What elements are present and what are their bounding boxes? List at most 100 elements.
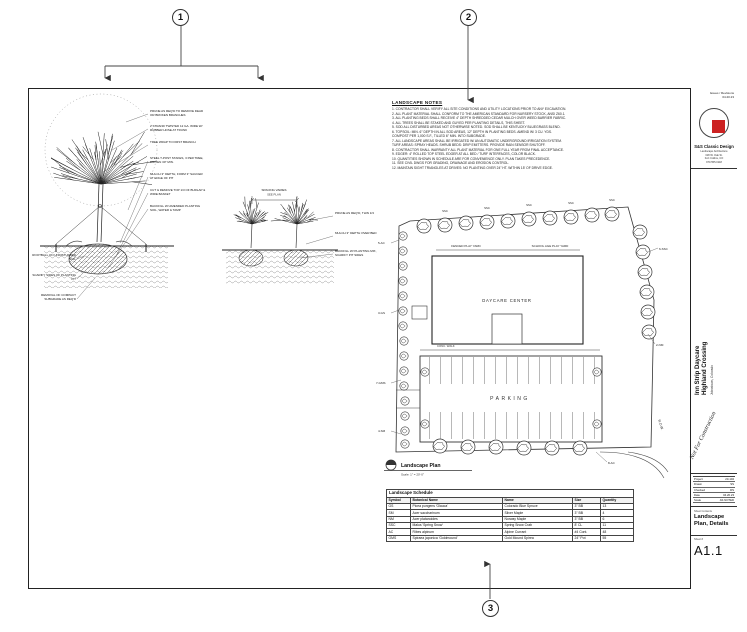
plant-callout: 7-GMS — [376, 381, 386, 385]
note-line: 9. EDGER: 4" ROLLED TOP STEEL EDGER AT A… — [392, 152, 536, 156]
plant-callout: 6-SSC — [659, 247, 669, 251]
planting-note: 2 STRAND TWISTED 12 GA. WIRE W/ RUBBER H… — [150, 124, 203, 132]
plant-callout: 5-AC — [378, 241, 386, 245]
parking-label: PARKING — [490, 396, 530, 402]
tree-tag: SSC — [484, 206, 490, 210]
tree-note-leaders — [76, 113, 149, 300]
callout-2[interactable]: 2 — [460, 9, 477, 26]
planting-note: PRUNE AS REQ'D, THIN 1/3 — [335, 211, 374, 215]
planting-note: BACKFILL W/ PLANTING MIX, SCARIFY PIT SI… — [335, 249, 377, 257]
note-line: COMPOST PER 1,000 S.F., TILLED 6" MIN. I… — [392, 134, 486, 138]
drive-entrance — [396, 389, 420, 409]
project-location: Johnstown, Colorado — [710, 365, 714, 395]
project-title-vertical: Inn Strip Daycare Highland Crossing John… — [695, 190, 714, 395]
landscape-notes-lines: 1. CONTRACTOR SHALL VERIFY ALL SITE COND… — [392, 107, 628, 170]
callout-leader-lines — [104, 26, 491, 599]
landscape-notes: LANDSCAPE NOTES 1. CONTRACTOR SHALL VERI… — [392, 100, 628, 170]
firm-logo-icon — [699, 108, 729, 138]
revision-box: Issues / Revisions 04.20.23 — [710, 91, 734, 99]
project-name-line2: Highland Crossing — [702, 341, 708, 395]
planting-note: CUT & REMOVE TOP 1/3 OF BURLAP & WIRE BA… — [150, 188, 206, 196]
tree-tag: SSC — [568, 201, 574, 205]
title-block: Issues / Revisions 04.20.23 S&S Classic … — [689, 88, 737, 589]
planting-note: SCARIFY SIDES OF PLANTING PIT — [32, 273, 76, 281]
divider — [691, 168, 737, 169]
shrub-note-leaders — [299, 215, 334, 259]
schedule-cell: 24" Pot — [572, 534, 601, 543]
spacing-dimension — [249, 196, 300, 204]
road-curve — [599, 451, 669, 479]
tree-tag: SSC — [442, 209, 448, 213]
callout-3-number: 3 — [487, 603, 494, 614]
area-label-walk: CONC. WALK — [437, 344, 455, 348]
plan-scale: Scale: 1" = 20'-0" — [401, 473, 424, 477]
firm-address: 318 W. Oak St. Fort Collins, CO 970.555.… — [704, 154, 724, 164]
building-label: DAYCARE CENTER — [482, 298, 532, 303]
street-tree-tags: SSC SSC SSC SSC SSC — [442, 198, 615, 213]
callout-1-number: 1 — [177, 12, 184, 23]
sheet-contents-title: Landscape Plan, Details — [694, 514, 729, 527]
revision-label: Issues / Revisions — [709, 91, 734, 95]
property-line — [395, 206, 655, 453]
note-line: 11. SEE CIVIL DWGS FOR GRADING, DRAINAGE… — [392, 161, 510, 165]
sheet-contents: Sheet Contents Landscape Plan, Details — [694, 510, 735, 528]
planting-note: TREE WRAP TO FIRST BRANCH — [150, 140, 196, 144]
project-name-line1: Inn Strip Daycare — [695, 345, 701, 395]
plant-callout-labels: 5-AC 3-GS 7-GMS 4-SM 2-NM 6-SSC 8-AC — [376, 241, 669, 465]
site-plan: DAYCARE CENTER PARKING FENCED PLAY YARD … — [376, 198, 669, 479]
firm-logo-accent — [712, 120, 725, 133]
planting-note: ROOTBALL ON UNDISTURBED SOIL — [32, 253, 76, 261]
planting-note: STEEL T-POST STAKES, 3 PER TREE, DRIVEN … — [150, 156, 204, 164]
callout-1[interactable]: 1 — [172, 9, 189, 26]
plant-callout: 3-GS — [378, 311, 385, 315]
planting-note: MULCH 3" DEPTH OVER BED — [335, 231, 377, 235]
note-line: 6. TOPSOIL: MIN. 6" DEPTH IN ALL SOD ARE… — [392, 129, 552, 134]
landscape-notes-title: LANDSCAPE NOTES — [392, 100, 443, 105]
plant-callout-leaders — [390, 239, 659, 463]
firm-subtitle: Landscape Architecture — [700, 150, 728, 153]
note-line: 2. ALL PLANT MATERIAL SHALL CONFORM TO T… — [392, 111, 566, 116]
schedule-cell: Gold Mound Spirea — [502, 534, 573, 543]
callout-3[interactable]: 3 — [482, 600, 499, 617]
building-entry — [491, 313, 523, 345]
not-for-construction-watermark: Not For Construction — [689, 410, 718, 461]
plan-title: Landscape Plan — [401, 463, 441, 469]
left-shrub-hedge — [398, 231, 410, 449]
schedule-cell: 55 — [599, 534, 635, 543]
schedule-cell: Spiraea japonica 'Goldmound' — [410, 534, 503, 543]
planting-note: REMOVAL OF COMPACT SUBGRADE AS REQ'D — [41, 293, 76, 301]
plant-callout: 2-NM — [656, 343, 664, 347]
plant-callout: 8-AC — [608, 461, 616, 465]
note-line: 3. ALL PLANTING BEDS SHALL RECEIVE 4" DE… — [392, 116, 567, 120]
planting-note: PRUNE AS REQ'D TO REMOVE DEAD OR BROKEN … — [150, 109, 204, 117]
site-structure — [411, 305, 428, 320]
sheet-number: A1.1 — [694, 543, 723, 558]
schedule-title: Landscape Schedule — [385, 489, 635, 498]
note-line: 8. CONTRACTOR SHALL WARRANTY ALL PLANT M… — [392, 147, 565, 152]
parking-stalls-bottom — [421, 412, 601, 439]
note-line: 10. QUANTITIES SHOWN IN SCHEDULE ARE FOR… — [392, 156, 551, 161]
sheet-number-box: Sheet # A1.1 — [694, 538, 735, 558]
row-label: R.O.W. — [657, 419, 664, 431]
callout-2-number: 2 — [465, 12, 472, 23]
planting-note: MULCH 3" DEPTH, FORM 3" SAUCER AT EDGE O… — [150, 172, 203, 180]
parking-stalls-top — [421, 357, 601, 384]
shrub-planting-detail: SPACING VARIES SEE PLAN — [222, 188, 338, 284]
note-line: 7. ALL LANDSCAPE AREAS SHALL BE IRRIGATE… — [392, 138, 562, 143]
tree-tag: SSC — [526, 203, 532, 207]
spacing-label: SPACING VARIES — [262, 188, 287, 192]
note-line: 1. CONTRACTOR SHALL VERIFY ALL SITE COND… — [392, 107, 567, 111]
divider — [691, 535, 737, 536]
note-line: 5. SOD ALL DISTURBED AREAS NOT OTHERWISE… — [392, 125, 561, 129]
schedule-cell: GMS — [386, 534, 411, 543]
